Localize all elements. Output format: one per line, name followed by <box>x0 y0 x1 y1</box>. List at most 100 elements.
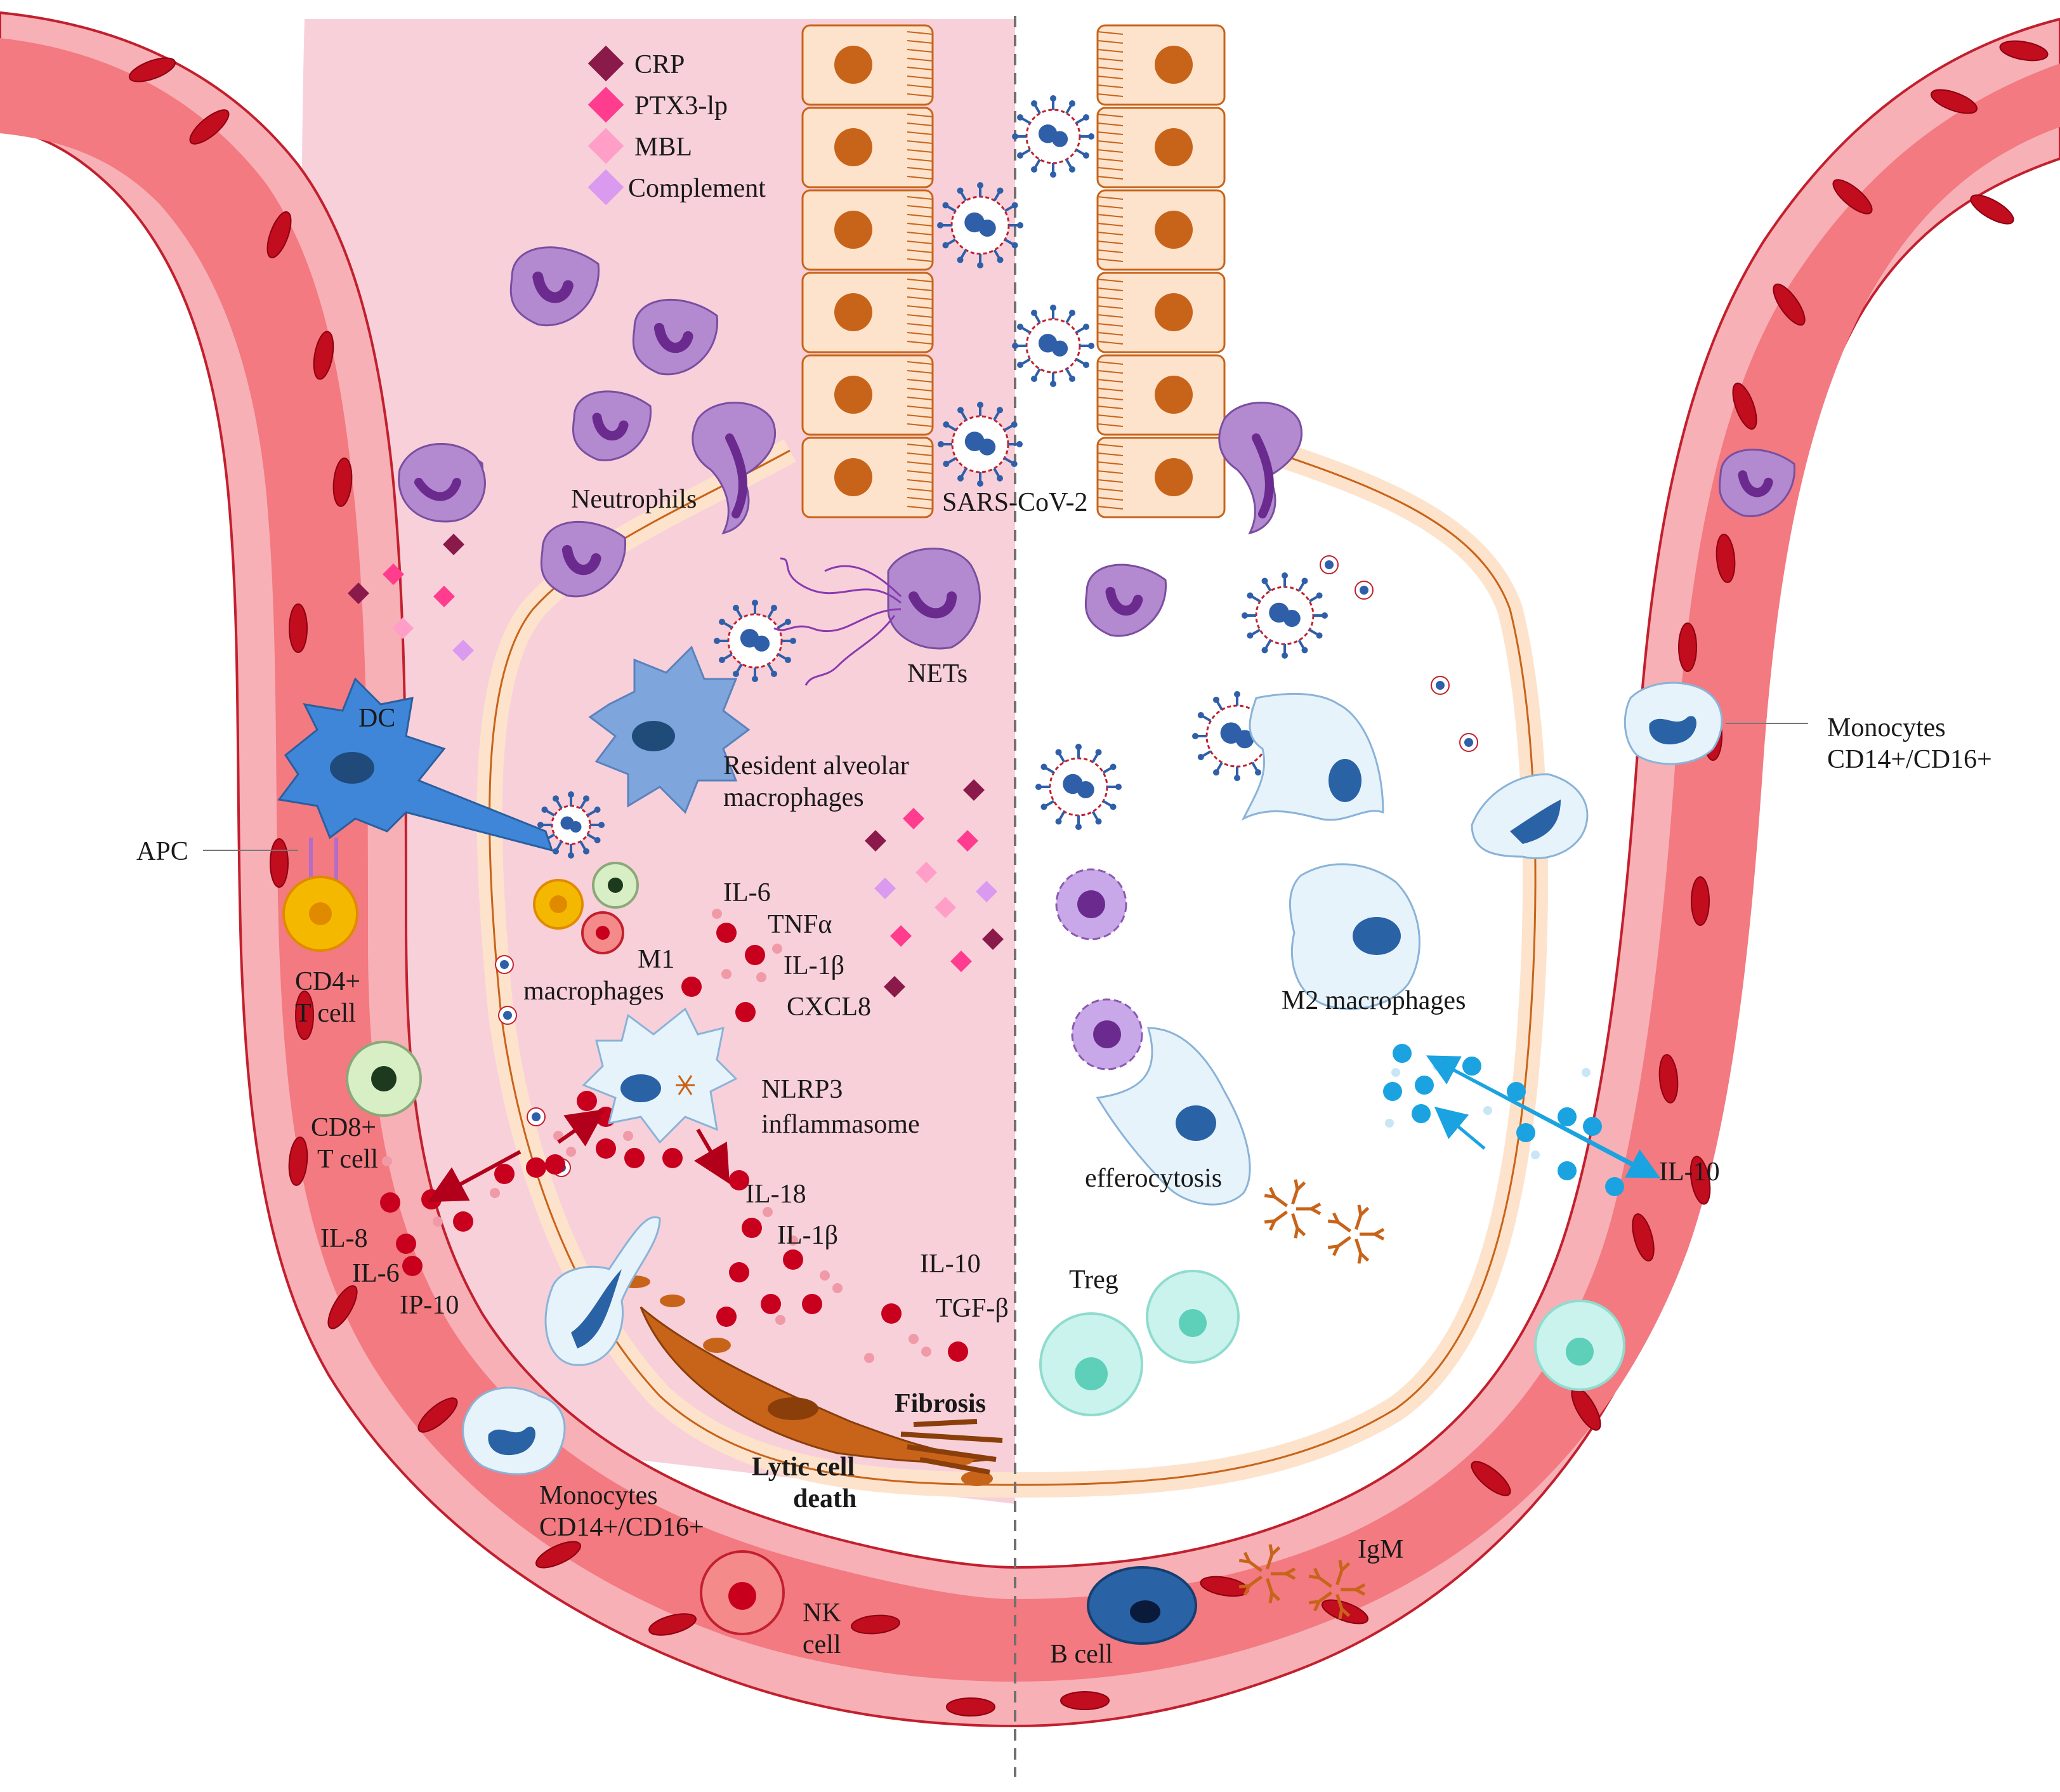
label-lytic-1: Lytic cell <box>752 1453 855 1482</box>
label-lytic-2: death <box>793 1484 856 1513</box>
label-cd4-2: T cell <box>295 999 356 1028</box>
label-mono-right-2: CD14+/CD16+ <box>1827 745 1992 774</box>
cytokine-dot <box>761 1294 781 1314</box>
virus <box>1012 305 1094 387</box>
red-blood-cell <box>1658 1054 1679 1104</box>
legend-label-complement: Complement <box>628 174 766 203</box>
neutrophil <box>632 298 719 376</box>
m1-cell-cluster <box>533 862 639 954</box>
cytokine-dot-small <box>909 1334 919 1344</box>
label-efferocytosis: efferocytosis <box>1085 1164 1222 1193</box>
fibrosis-icon <box>900 1419 1003 1475</box>
red-blood-cell <box>1970 194 2014 225</box>
cytokine-dot <box>729 1262 749 1282</box>
virus <box>938 402 1023 487</box>
antibodies <box>1238 1179 1385 1619</box>
virus <box>1242 572 1328 659</box>
label-fibrosis: Fibrosis <box>895 1389 986 1418</box>
red-blood-cell <box>1773 283 1806 326</box>
resident-alveolar-macrophage <box>588 645 751 814</box>
red-blood-cell <box>1732 382 1757 430</box>
b-cell <box>1087 1566 1197 1645</box>
red-blood-cell <box>648 1613 697 1636</box>
virus-small <box>1459 733 1478 752</box>
cytokine-dot-small <box>382 1156 392 1166</box>
cytokine-dot <box>716 923 737 943</box>
airway-epithelium <box>801 24 1226 518</box>
label-il1b-mid: IL-1β <box>777 1221 838 1250</box>
label-m1-2: macrophages <box>523 977 664 1006</box>
label-il6-top: IL-6 <box>723 878 771 907</box>
label-cd8-1: CD8+ <box>311 1113 376 1142</box>
cytokine-dot <box>662 1148 683 1168</box>
virus <box>1035 744 1122 830</box>
label-resident-1: Resident alveolar <box>723 751 909 781</box>
red-blood-cell <box>535 1541 581 1569</box>
efferocytosis-macrophage <box>1096 1027 1251 1206</box>
protein-diamond <box>957 830 978 852</box>
nk-cell <box>700 1550 785 1635</box>
red-blood-cell <box>295 991 314 1040</box>
protein-diamond <box>383 563 404 585</box>
treg-cells <box>1039 1270 1240 1416</box>
monocyte-right <box>1624 682 1723 765</box>
protein-diamond <box>884 976 905 998</box>
red-blood-cell <box>1471 1461 1511 1496</box>
il10-dot <box>1558 1107 1577 1126</box>
cytokine-dot <box>745 945 765 965</box>
cytokine-dot-small <box>566 1147 576 1157</box>
cytokine-dot <box>577 1091 597 1111</box>
cytokine-dot <box>881 1303 902 1324</box>
red-blood-cell <box>1999 40 2049 62</box>
neutrophil-nets <box>887 548 981 650</box>
il10-dot <box>1507 1082 1526 1101</box>
cytokine-dot <box>742 1218 762 1238</box>
legend-label-mbl: MBL <box>634 133 692 162</box>
red-blood-cell <box>128 57 176 82</box>
cytokine-dot-small <box>788 1235 798 1246</box>
cytokine-dot <box>948 1341 968 1362</box>
red-blood-cell <box>327 1285 358 1329</box>
cytokine-dot <box>802 1294 822 1314</box>
il10-dot-small <box>1433 1062 1441 1071</box>
red-blood-cell <box>289 603 308 653</box>
cytokine-dot-small <box>756 972 766 982</box>
epithelial-nucleus <box>834 458 872 496</box>
il10-dot <box>1605 1177 1624 1196</box>
label-igm: IgM <box>1358 1535 1403 1564</box>
il10-dot <box>1383 1082 1402 1101</box>
labels: Neutrophils SARS-CoV-2 NETs DC APC Resid… <box>136 485 1992 1669</box>
label-resident-2: macrophages <box>723 783 864 812</box>
epithelial-nucleus <box>1155 128 1193 166</box>
label-cxcl8: CXCL8 <box>787 992 871 1022</box>
protein-diamond <box>976 881 997 902</box>
neutrophil <box>1084 563 1167 637</box>
virus-small <box>495 955 514 974</box>
epithelial-nucleus <box>1155 211 1193 249</box>
cytokine-dot <box>402 1256 423 1276</box>
cytokine-dot <box>596 1138 616 1159</box>
protein-diamond <box>392 617 414 639</box>
red-blood-cell <box>1632 1213 1655 1262</box>
cytokine-dot <box>545 1154 565 1175</box>
red-blood-cell <box>1060 1691 1110 1710</box>
cytokine-dot-small <box>623 1131 633 1141</box>
arrow-to-cd8 <box>427 1150 522 1202</box>
epithelial-nucleus <box>1155 46 1193 84</box>
label-m2: M2 macrophages <box>1282 986 1466 1015</box>
protein-diamond <box>452 640 474 661</box>
virus-small <box>1431 676 1450 695</box>
label-il18: IL-18 <box>745 1180 806 1209</box>
label-nlrp3-1: NLRP3 <box>761 1075 843 1104</box>
neutrophil <box>540 520 627 598</box>
cytokine-dot <box>421 1189 442 1209</box>
neutrophils <box>398 246 1795 650</box>
cytokine-dot-small <box>433 1216 443 1227</box>
label-il8: IL-8 <box>320 1224 368 1253</box>
label-apc: APC <box>136 837 188 866</box>
legend-label-crp: CRP <box>634 50 685 79</box>
virus-small <box>527 1107 546 1126</box>
acute-phase-proteins <box>348 534 1004 998</box>
il10-dot-small <box>1483 1106 1492 1115</box>
